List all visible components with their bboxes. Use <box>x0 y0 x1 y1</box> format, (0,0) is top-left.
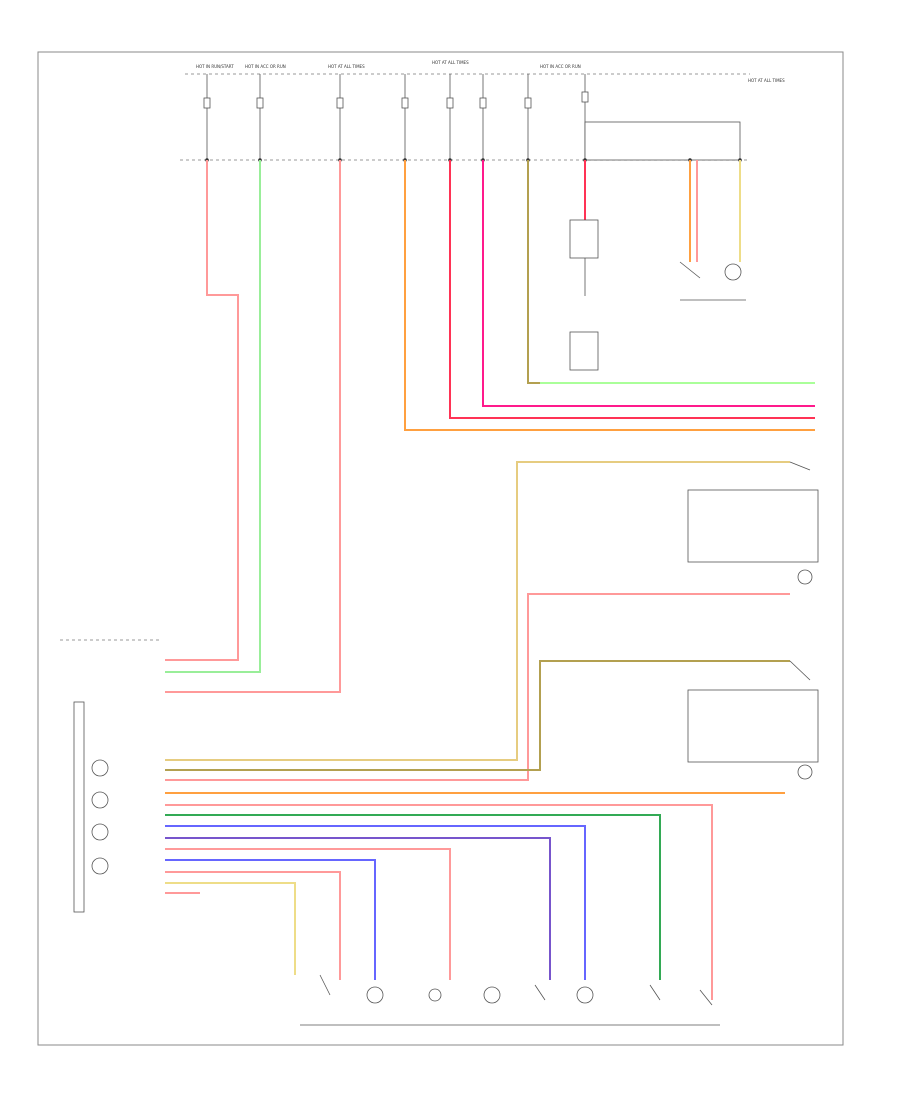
glove-lamp-box <box>569 219 599 259</box>
wire-red-blu <box>165 160 341 693</box>
wire-harness <box>165 804 713 1000</box>
right-top-switch <box>679 261 701 279</box>
vanity-mirror-box <box>569 331 599 371</box>
wire-red-horizontal <box>449 160 815 419</box>
source-label-2: HOT IN ACC OR RUN <box>245 64 286 69</box>
top-source-labels: HOT IN RUN/START HOT IN ACC OR RUN HOT A… <box>196 60 785 83</box>
left-switch-knobs <box>91 759 109 875</box>
wire-olive-long <box>165 660 790 771</box>
source-label-5: HOT IN ACC OR RUN <box>540 64 581 69</box>
right-lamp-icon-2 <box>797 764 813 780</box>
wire-salmon-long <box>165 593 790 781</box>
right-door-box-1 <box>687 489 819 563</box>
source-label-3: HOT AT ALL TIMES <box>328 64 365 69</box>
right-door-box-2 <box>687 689 819 763</box>
bottom-components <box>300 974 720 1026</box>
control-module-box <box>584 121 741 161</box>
wire-magenta-horizontal <box>482 160 815 407</box>
wire-grn-wht <box>165 160 261 673</box>
diagram-frame <box>37 51 844 1046</box>
right-lamp-icon-1 <box>797 569 813 585</box>
fuse-symbols <box>203 91 589 109</box>
source-label-1: HOT IN RUN/START <box>196 64 234 69</box>
left-switch-bar <box>73 701 85 913</box>
right-door-components <box>687 461 819 780</box>
source-label-4: HOT AT ALL TIMES <box>432 60 469 65</box>
wire-orange-horizontal <box>404 160 815 431</box>
right-top-lamp-icon <box>724 263 742 281</box>
wire-tan-long <box>165 461 790 761</box>
fuse-drops <box>206 74 586 160</box>
wire-red-wht <box>165 160 239 661</box>
source-label-6: HOT AT ALL TIMES <box>748 78 785 83</box>
